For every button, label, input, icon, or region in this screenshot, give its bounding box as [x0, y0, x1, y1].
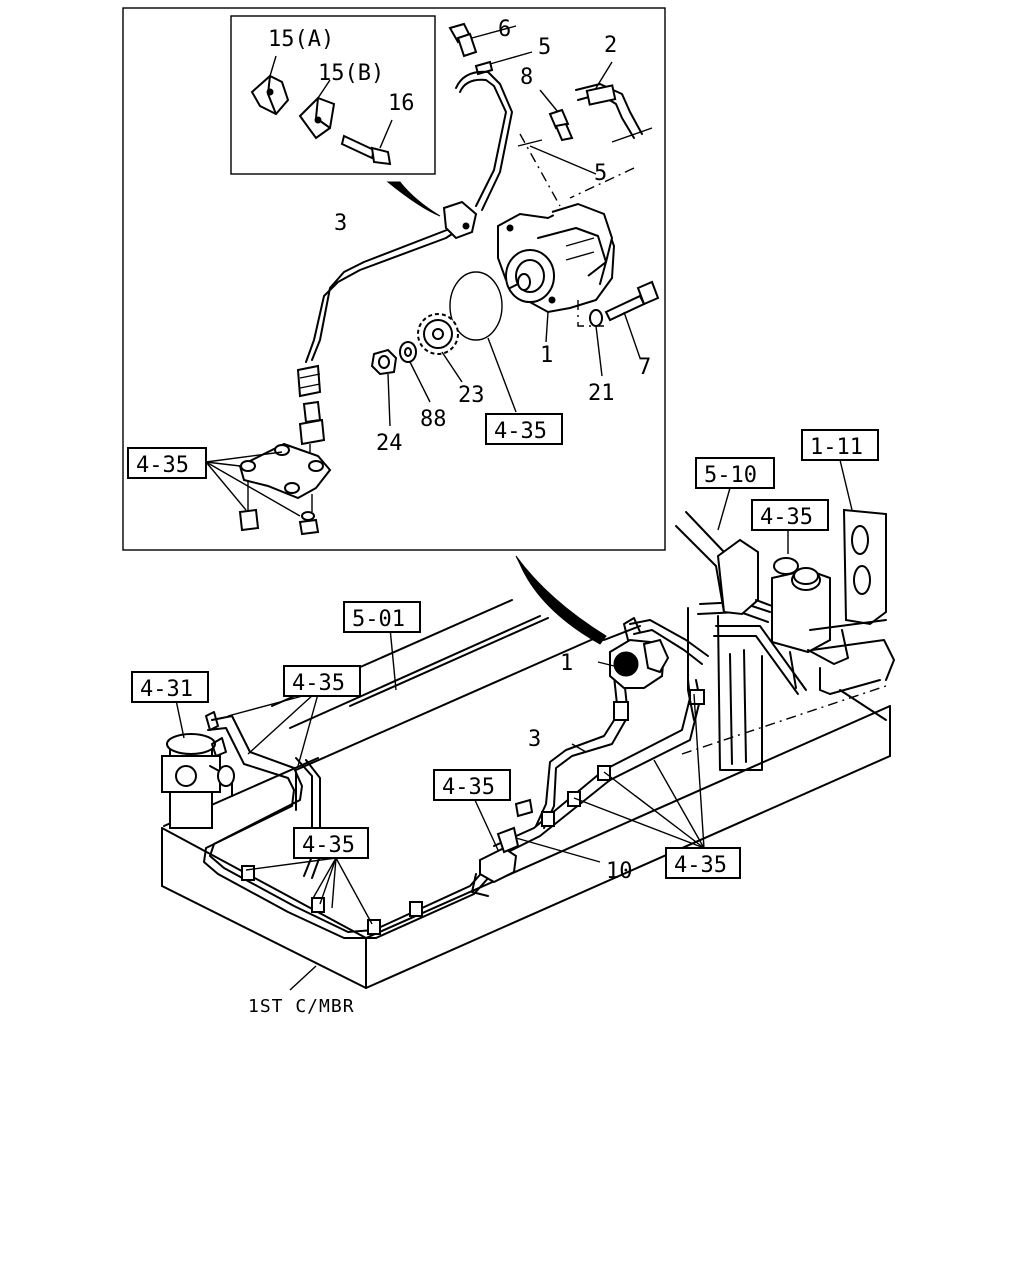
- tube-connector-fitting: [298, 400, 326, 466]
- ref-box-5-01: [343, 601, 421, 633]
- leader-bracket-3: [205, 461, 247, 511]
- tube-clamp-drawing: [442, 200, 478, 240]
- ref-box-1-11: [801, 429, 879, 461]
- callout-3-lower: 3: [528, 727, 541, 752]
- callout-23: 23: [458, 383, 485, 408]
- ref-box-mid: [433, 769, 511, 801]
- callout-15a: 15(A): [268, 27, 334, 52]
- lower-leader-lines: [227, 627, 705, 991]
- bolt-8-drawing: [539, 89, 574, 142]
- power-steering-pump: [497, 202, 616, 343]
- crossmember-note: 1ST C/MBR: [248, 996, 355, 1017]
- oil-filter-4-31: [161, 699, 235, 829]
- callout-2: 2: [604, 33, 617, 58]
- pump-installed: [597, 617, 670, 689]
- washer-5-lower: [517, 139, 543, 147]
- callout-16: 16: [388, 91, 415, 116]
- clip-15a-drawing: [250, 55, 290, 116]
- callout-7: 7: [638, 355, 651, 380]
- leader-bracket-2: [205, 451, 283, 463]
- reservoir-tank: [755, 530, 849, 689]
- centerline-pump: [577, 300, 604, 327]
- mounting-bracket-drawing: [238, 442, 332, 536]
- ref-4-35-left: 4-35: [292, 671, 345, 696]
- ref-1-11: 1-11: [810, 435, 863, 460]
- ref-5-10: 5-10: [704, 463, 757, 488]
- callout-8: 8: [520, 65, 533, 90]
- ref-4-35-pump: 4-35: [494, 419, 547, 444]
- leader-5-lower: [529, 145, 597, 175]
- ref-4-35-mid: 4-35: [442, 775, 495, 800]
- ref-box-frame: [293, 827, 369, 859]
- crossmember-box: [161, 705, 891, 989]
- detail-inset-frame: [122, 7, 666, 551]
- washer-88-drawing: [399, 341, 431, 403]
- engine-bracket-5-10: [675, 487, 763, 771]
- bolt-7-drawing: [604, 280, 660, 359]
- tube-flare-nut: [296, 364, 322, 398]
- ref-box-left: [283, 665, 361, 697]
- ref-box-bracket: [127, 447, 207, 479]
- callout-88: 88: [420, 407, 447, 432]
- ref-box-right: [665, 847, 741, 879]
- nut-24-drawing: [370, 348, 398, 427]
- callout-5-upper: 5: [538, 35, 551, 60]
- assembly-pointer-arrow: [515, 555, 607, 645]
- washer-21-drawing: [589, 309, 603, 377]
- ref-4-35-bracket: 4-35: [136, 453, 189, 478]
- ref-box-tank: [751, 499, 829, 531]
- clip-detail-box: [230, 15, 436, 175]
- ref-box-5-10: [695, 457, 775, 489]
- inset-pointer-arrow: [386, 181, 441, 217]
- leader-bracket-1: [205, 461, 241, 467]
- valve-10-drawing: [471, 798, 601, 897]
- frame-bracket-1-11: [809, 459, 895, 721]
- callout-24: 24: [376, 431, 403, 456]
- ref-4-35-tank: 4-35: [760, 505, 813, 530]
- leader-bracket-4: [205, 461, 301, 517]
- ref-5-01: 5-01: [352, 607, 405, 632]
- ref-4-35-right: 4-35: [674, 853, 727, 878]
- gear-23-drawing: [417, 313, 463, 383]
- callout-5-lower: 5: [594, 161, 607, 186]
- pressure-line-3-lower: [535, 675, 629, 829]
- ref-4-35-frame: 4-35: [302, 833, 355, 858]
- suction-hose-2: [575, 61, 653, 143]
- clip-15b-drawing: [298, 79, 336, 140]
- bolt-16-drawing: [340, 119, 393, 166]
- ref-box-pump: [485, 413, 563, 445]
- ref-box-4-31: [131, 671, 209, 703]
- callout-15b: 15(B): [318, 61, 384, 86]
- callout-1-upper: 1: [540, 343, 553, 368]
- o-ring-drawing: [449, 271, 503, 341]
- centerline-right: [681, 685, 887, 755]
- centerline-banjo: [519, 133, 561, 207]
- ref-4-31: 4-31: [140, 677, 193, 702]
- leader-oring: [487, 337, 517, 413]
- callout-10: 10: [606, 859, 633, 884]
- return-line-piping: [203, 711, 491, 939]
- callout-1-lower: 1: [560, 651, 573, 676]
- callout-3-upper: 3: [334, 211, 347, 236]
- frame-tube-run: [493, 679, 705, 857]
- callout-21: 21: [588, 381, 615, 406]
- callout-6: 6: [498, 17, 511, 42]
